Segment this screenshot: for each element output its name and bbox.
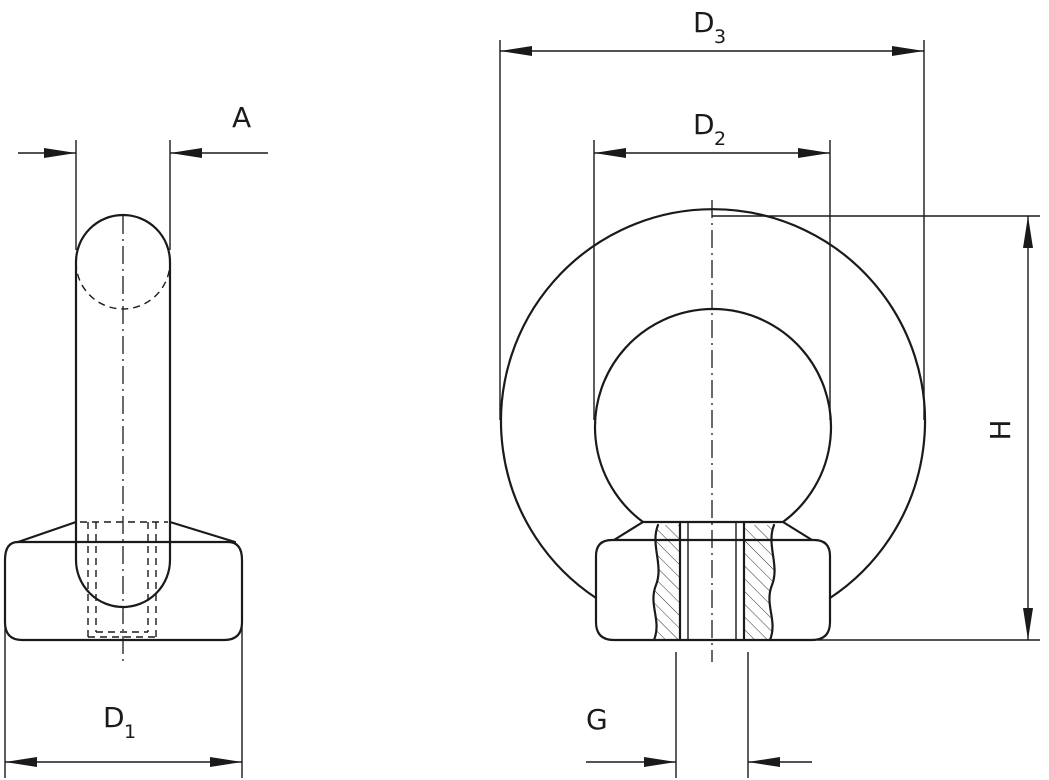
dimension-d2-subscript: 2 bbox=[714, 128, 726, 150]
front-view-section-hatch-left bbox=[653, 525, 680, 640]
front-view-collar-chamfer bbox=[612, 520, 814, 542]
dimension-d3: D 3 bbox=[499, 6, 925, 420]
front-view-inner-ring bbox=[593, 307, 833, 524]
side-view-hidden-bore bbox=[80, 521, 168, 638]
front-view bbox=[499, 200, 927, 662]
front-view-outer-ring bbox=[499, 208, 927, 600]
dimension-h-label: H bbox=[984, 419, 1017, 440]
dimension-a: A bbox=[18, 101, 268, 250]
dimension-h: H bbox=[712, 215, 1040, 641]
front-view-section-hatch-right bbox=[744, 525, 775, 640]
dimension-g-label: G bbox=[586, 703, 608, 736]
side-view-collar-chamfer-right bbox=[168, 520, 237, 544]
side-view-top-arc bbox=[74, 213, 172, 264]
side-view-collar-chamfer-left bbox=[16, 520, 78, 544]
dimension-d1-subscript: 1 bbox=[124, 721, 136, 743]
dimension-g: G bbox=[586, 652, 812, 778]
dimension-a-label: A bbox=[232, 101, 251, 134]
dimension-d1: D 1 bbox=[4, 622, 243, 778]
front-view-thread-minor bbox=[687, 522, 737, 640]
front-view-break-line-left bbox=[652, 523, 660, 642]
dimension-d1-label: D bbox=[103, 701, 125, 734]
dimension-d2-label: D bbox=[693, 108, 715, 141]
front-view-thread-bore bbox=[678, 520, 746, 642]
dimension-d2: D 2 bbox=[593, 108, 831, 420]
front-view-break-line-right bbox=[768, 523, 776, 642]
front-view-collar-base bbox=[594, 538, 832, 642]
dimension-d3-label: D bbox=[693, 6, 715, 39]
side-view-collar-base bbox=[3, 540, 244, 642]
side-view bbox=[3, 213, 244, 662]
dimension-d3-subscript: 3 bbox=[714, 26, 726, 48]
